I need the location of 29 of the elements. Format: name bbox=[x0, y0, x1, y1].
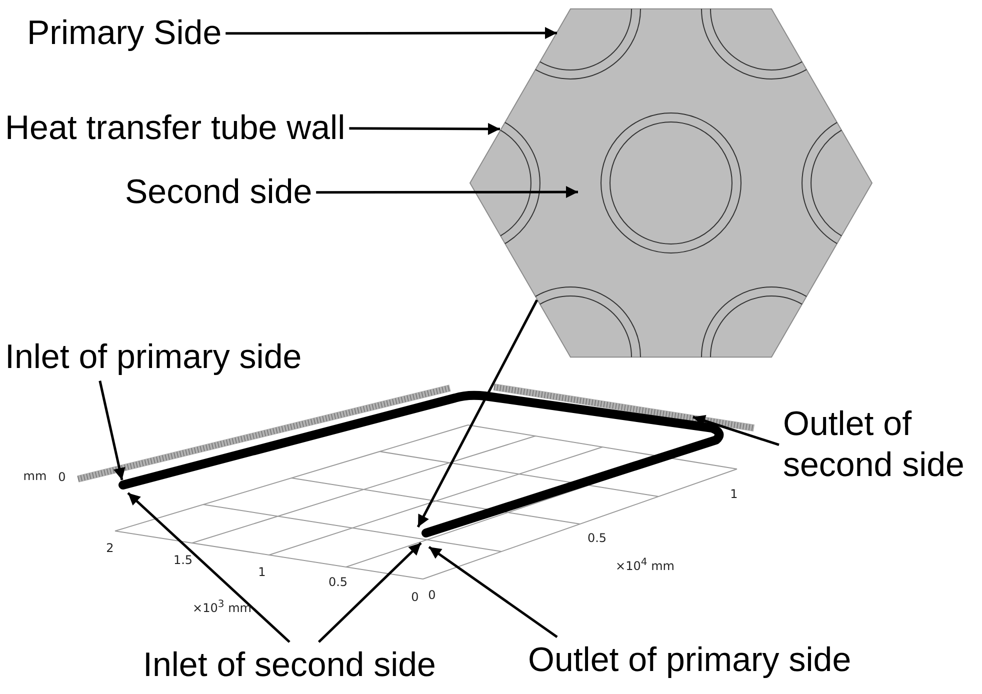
axis-unit-label: ×10$^{4}$ mm bbox=[616, 556, 674, 574]
callout-label: Heat transfer tube wall bbox=[5, 108, 346, 149]
callout-label: Inlet of primary side bbox=[5, 337, 302, 378]
tick-label: 0 bbox=[411, 590, 419, 604]
leader-arrow bbox=[692, 414, 780, 446]
tick-label: 0.5 bbox=[328, 574, 348, 590]
leader-arrow bbox=[349, 122, 500, 135]
leader-arrow bbox=[226, 27, 557, 40]
tick-label: 0 bbox=[428, 588, 436, 602]
callout-label: Second side bbox=[125, 172, 312, 213]
tick-label: 0.5 bbox=[587, 530, 607, 546]
leader-arrow bbox=[316, 186, 578, 198]
tick-label: 1 bbox=[258, 564, 266, 580]
tick-label: 1.5 bbox=[173, 552, 193, 568]
callout-label: Outlet of primary side bbox=[528, 640, 852, 681]
callout-label: Primary Side bbox=[27, 13, 222, 54]
tick-label: 1 bbox=[730, 486, 738, 502]
leader-arrow bbox=[98, 380, 126, 480]
tick-label: 0 bbox=[58, 470, 66, 484]
leader-arrow bbox=[318, 542, 422, 643]
leader-arrow bbox=[428, 546, 558, 638]
axis-unit-label: ×10$^{3}$ mm bbox=[192, 598, 252, 616]
callout-label: Outlet of second side bbox=[783, 404, 975, 486]
leader-arrow bbox=[416, 299, 538, 528]
leader-arrow bbox=[127, 492, 290, 643]
callout-label: Inlet of second side bbox=[143, 645, 436, 686]
hexagon-cross-section bbox=[469, 8, 873, 358]
tick-label: 2 bbox=[106, 540, 114, 556]
axis-unit-label: mm bbox=[23, 468, 47, 484]
